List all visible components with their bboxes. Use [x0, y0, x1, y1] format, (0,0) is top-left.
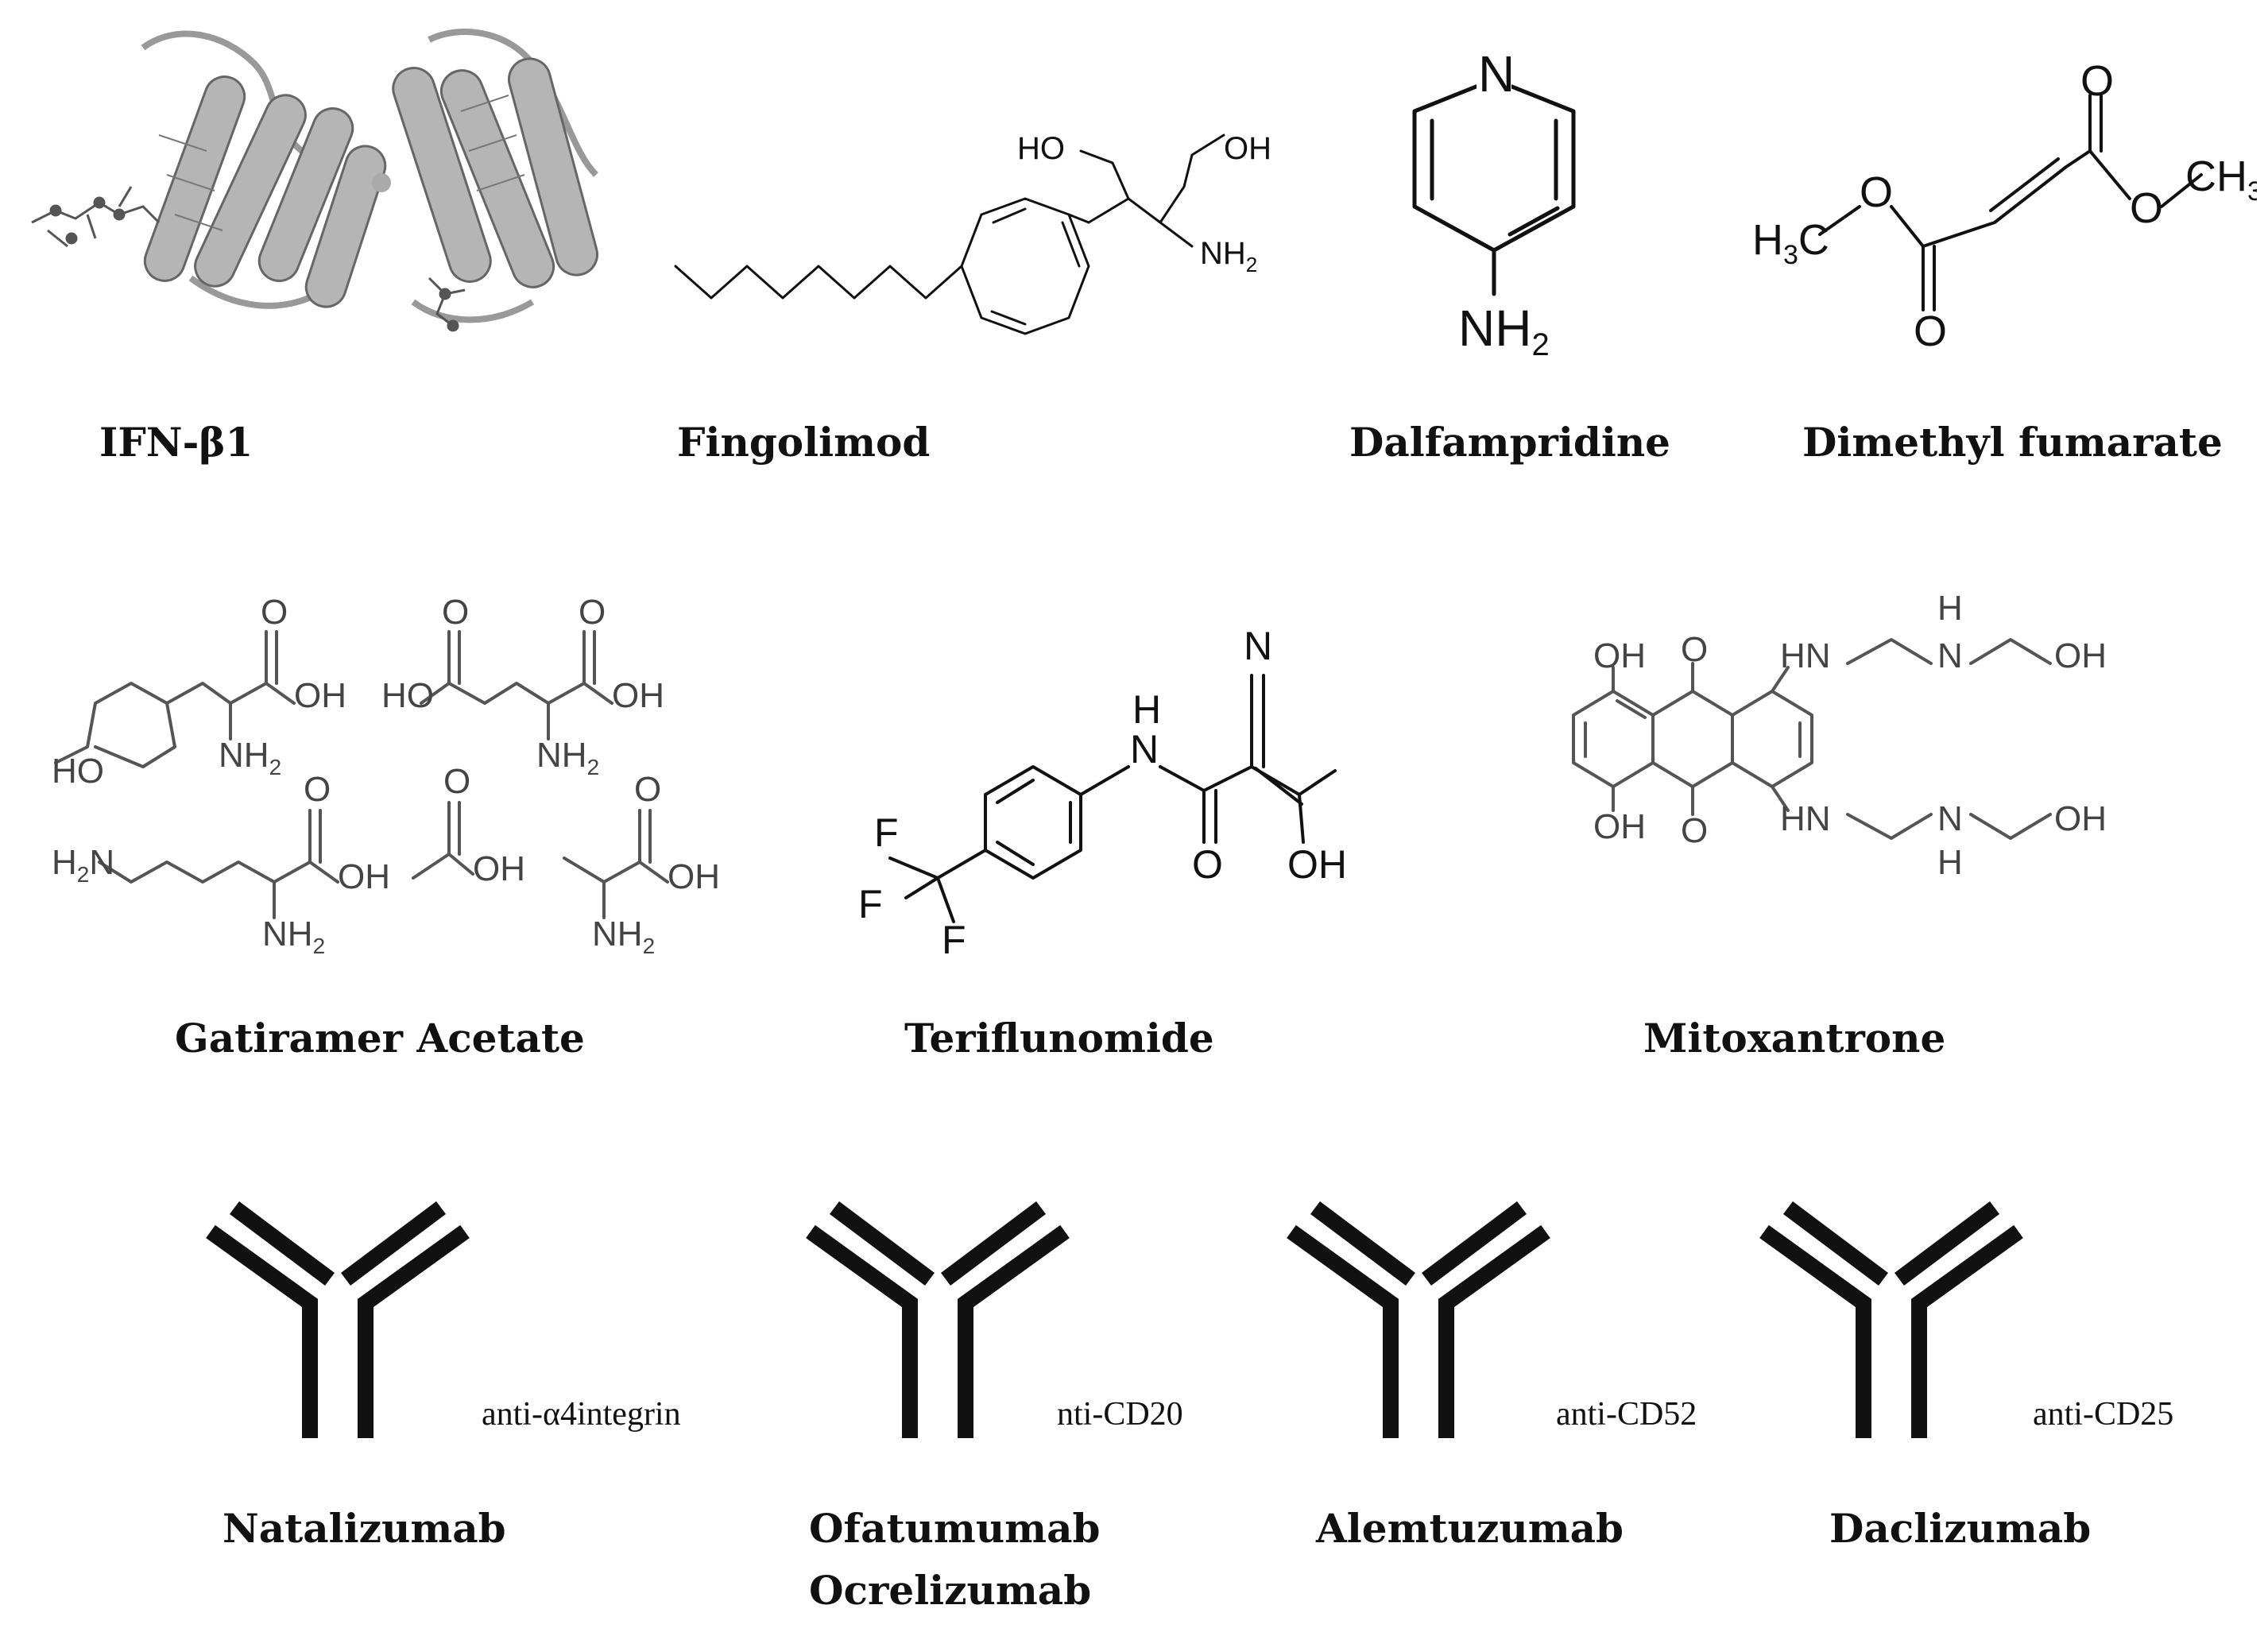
- dalfampridine-nh2-label: NH2: [1458, 300, 1550, 362]
- dmf-o-ester-left: O: [1860, 168, 1893, 216]
- mito-o-top: O: [1681, 630, 1708, 669]
- mito-n-bottom: N: [1937, 799, 1963, 838]
- mito-oh-bl: OH: [1593, 807, 1646, 846]
- dmf-o-ester-right: O: [2130, 184, 2163, 232]
- ofatumumab-label: Ofatumumab Ocrelizumab: [809, 1498, 1100, 1621]
- tyr-nh2: NH2: [219, 736, 281, 779]
- natalizumab-target: anti-α4integrin: [482, 1396, 681, 1433]
- acetic-oh: OH: [473, 849, 525, 888]
- dalfampridine-structure: N NH2: [1412, 45, 1576, 362]
- ofatumumab-target: nti-CD20: [1057, 1396, 1183, 1433]
- teri-nh: N: [1130, 727, 1159, 772]
- ifn-beta1-label: IFN-β1: [99, 419, 254, 466]
- acetic-o: O: [443, 762, 470, 801]
- fingolimod-label: Fingolimod: [677, 419, 931, 466]
- mitoxantrone-label: Mitoxantrone: [1643, 1015, 1946, 1062]
- fingolimod-oh-label: OH: [1224, 131, 1271, 166]
- mito-h-bottom: H: [1937, 843, 1963, 882]
- glu-o1: O: [442, 593, 469, 632]
- mito-oh-tl: OH: [1593, 636, 1646, 675]
- tyr-ho: HO: [52, 752, 104, 791]
- daclizumab-target: anti-CD25: [2033, 1396, 2174, 1433]
- glu-nh2: NH2: [536, 736, 599, 779]
- lys-oh: OH: [338, 857, 390, 896]
- natalizumab-label: Natalizumab: [223, 1505, 506, 1552]
- dmf-o-carbonyl-bottom: O: [1914, 307, 1947, 355]
- mito-oh-tr: OH: [2054, 636, 2107, 675]
- glu-ho: HO: [381, 676, 434, 715]
- ala-o: O: [634, 770, 661, 809]
- dmf-h3c-label: H3C: [1752, 216, 1829, 270]
- fingolimod-nh2-label: NH2: [1200, 236, 1257, 277]
- glu-oh: OH: [612, 676, 664, 715]
- mito-hn-bottom: HN: [1780, 799, 1831, 838]
- ala-oh: OH: [668, 857, 720, 896]
- mito-o-bottom: O: [1681, 811, 1708, 850]
- teri-o: O: [1192, 842, 1223, 887]
- teri-n-nitrile: N: [1244, 624, 1272, 668]
- fingolimod-structure: HO OH NH2: [674, 131, 1271, 335]
- glatiramer-acetate-label: Gatiramer Acetate: [175, 1015, 585, 1062]
- dalfampridine-label: Dalfampridine: [1349, 419, 1670, 466]
- teri-f1: F: [874, 810, 899, 855]
- teri-f3: F: [942, 918, 966, 953]
- daclizumab-antibody-icon: [1759, 1201, 2023, 1438]
- tyr-o: O: [261, 593, 288, 632]
- ala-nh2: NH2: [592, 915, 655, 958]
- glu-o2: O: [579, 593, 606, 632]
- mito-h-top: H: [1937, 589, 1963, 628]
- teriflunomide-structure: N N H O OH F F F: [858, 624, 1347, 953]
- glatiramer-acetate-structure: HO O OH NH2 HO O O OH NH2 H2N O OH NH2 O…: [52, 593, 720, 958]
- mitoxantrone-structure: OH O HN H N OH OH O HN N H OH: [1572, 589, 2107, 882]
- natalizumab-antibody-icon: [206, 1201, 470, 1438]
- alemtuzumab-label: Alemtuzumab: [1316, 1505, 1624, 1552]
- tyr-oh: OH: [294, 676, 346, 715]
- mito-n-top: N: [1937, 636, 1963, 675]
- teri-oh: OH: [1287, 842, 1347, 887]
- teri-h: H: [1132, 687, 1161, 732]
- ocrelizumab-name: Ocrelizumab: [809, 1566, 1092, 1614]
- mito-oh-br: OH: [2054, 799, 2107, 838]
- alemtuzumab-antibody-icon: [1287, 1201, 1550, 1438]
- alemtuzumab-target: anti-CD52: [1556, 1396, 1697, 1433]
- daclizumab-label: Daclizumab: [1829, 1505, 2092, 1552]
- dimethyl-fumarate-structure: O O O O H3C CH3: [1752, 64, 2257, 355]
- dalfampridine-n-label: N: [1478, 45, 1515, 102]
- lys-h2n: H2N: [52, 843, 114, 887]
- ifn-beta1-structure-icon: [31, 29, 599, 332]
- dimethyl-fumarate-label: Dimethyl fumarate: [1802, 419, 2223, 466]
- ofatumumab-name: Ofatumumab: [809, 1505, 1101, 1552]
- lys-nh2: NH2: [262, 915, 325, 958]
- lys-o: O: [304, 770, 331, 809]
- dmf-ch3-label: CH3: [2185, 153, 2257, 207]
- teri-f2: F: [858, 882, 883, 926]
- mito-hn-top: HN: [1780, 636, 1831, 675]
- teriflunomide-label: Teriflunomide: [904, 1015, 1214, 1062]
- dmf-o-carbonyl-top: O: [2080, 64, 2114, 105]
- fingolimod-ho-label: HO: [1017, 131, 1065, 166]
- ofatumumab-antibody-icon: [806, 1201, 1070, 1438]
